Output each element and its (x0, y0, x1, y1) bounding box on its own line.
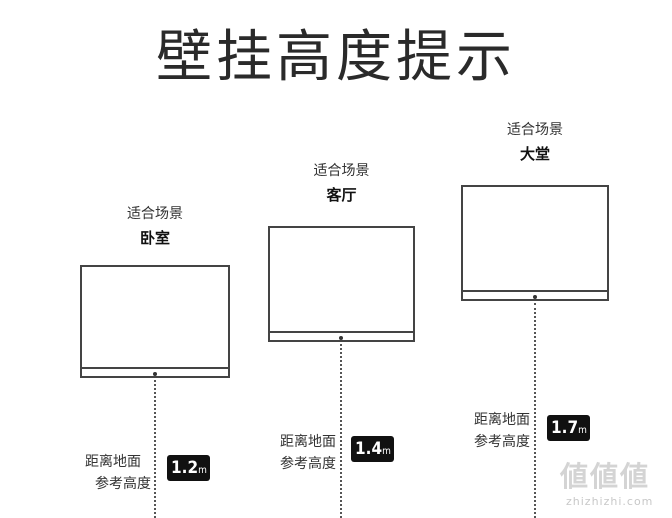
tv-screen-lobby (461, 185, 609, 292)
room-name-lobby: 大堂 (519, 145, 550, 163)
tv-screen-living-room (268, 226, 415, 333)
height-unit-living-room: m (382, 446, 391, 457)
height-value-lobby: 1.7 (551, 418, 579, 438)
tv-indicator-lobby (533, 295, 537, 299)
tv-indicator-living-room (339, 336, 343, 340)
height-value-bedroom: 1.2 (171, 458, 199, 478)
page-title: 壁挂高度提示 (156, 25, 516, 90)
scene-caption-lobby: 适合场景 (507, 122, 563, 138)
height-line-bedroom (154, 380, 156, 518)
tv-screen-bedroom (80, 265, 230, 369)
watermark-url: zhizhizhi.com (566, 495, 654, 508)
height-label-bedroom-line2: 参考高度 (95, 476, 151, 492)
scene-caption-living-room: 适合场景 (313, 163, 370, 179)
height-label-bedroom-line1: 距离地面 (85, 454, 141, 470)
tv-indicator-bedroom (153, 372, 157, 376)
height-unit-bedroom: m (198, 465, 207, 476)
watermark-logo: 値値値 (560, 460, 651, 493)
height-line-lobby (534, 303, 536, 518)
height-line-living-room (340, 344, 342, 518)
height-label-lobby-line1: 距离地面 (474, 412, 530, 428)
room-name-bedroom: 卧室 (139, 229, 170, 247)
height-value-living-room: 1.4 (355, 439, 383, 459)
height-badge-bedroom: 1.2m (167, 455, 210, 481)
height-label-living-room-line2: 参考高度 (280, 456, 336, 472)
height-label-lobby-line2: 参考高度 (474, 434, 530, 450)
scene-caption-bedroom: 适合场景 (127, 206, 183, 222)
height-badge-living-room: 1.4m (351, 436, 394, 462)
height-badge-lobby: 1.7m (547, 415, 590, 441)
room-name-living-room: 客厅 (326, 186, 357, 204)
height-unit-lobby: m (578, 425, 587, 436)
height-label-living-room-line1: 距离地面 (280, 434, 336, 450)
